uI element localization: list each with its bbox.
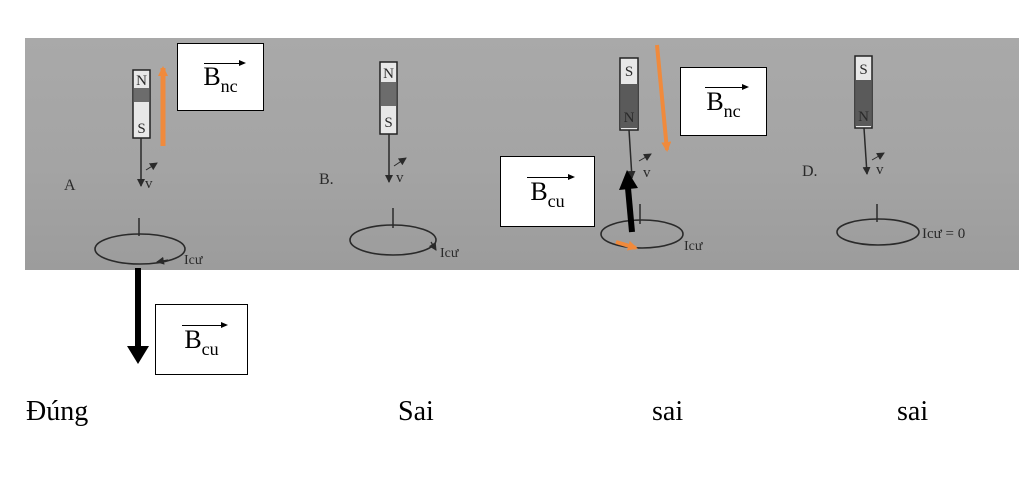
verdict-c: sai (652, 396, 684, 427)
coil-field-arrow-a (127, 346, 149, 364)
b-induced-label-c: Bnc (680, 67, 767, 136)
magnet-b-top: N (383, 66, 394, 82)
magnet-a-bottom: S (137, 121, 145, 137)
induced-field-arrow-c (655, 44, 672, 152)
current-label-c: Icư (684, 239, 703, 254)
coil-b (349, 224, 437, 256)
coil-a (94, 233, 186, 265)
option-a: N S v A Icư (64, 66, 203, 364)
coil-field-arrow-c (619, 170, 638, 190)
option-c: S N v Icư (600, 44, 703, 254)
magnet-a-top: N (136, 73, 147, 89)
option-a-letter: A (64, 177, 76, 194)
velocity-label-b: v (396, 170, 404, 186)
option-d: S N v D. Icư = 0 (802, 55, 965, 246)
magnet-c-top: S (625, 64, 633, 80)
velocity-label-a: v (145, 176, 153, 192)
verdict-d: sai (897, 396, 929, 427)
coil-c (600, 219, 684, 249)
coil-d (836, 218, 920, 246)
current-label-b: Icư (440, 246, 459, 261)
velocity-arrow-c (627, 129, 636, 179)
b-coil-label-a: Bcu (155, 304, 248, 375)
velocity-arrow-d (862, 127, 871, 175)
magnet-d-bottom: N (858, 109, 869, 125)
magnet-b-bottom: S (384, 115, 392, 131)
current-label-a: Icư (184, 253, 203, 268)
magnet-d-top: S (859, 62, 867, 78)
magnet-c-bottom: N (624, 110, 635, 126)
velocity-label-c: v (643, 165, 651, 181)
verdict-a: Đúng (26, 396, 89, 427)
option-b: N S v B. Icư (319, 61, 459, 261)
current-label-d: Icư = 0 (922, 226, 965, 242)
verdict-b: Sai (398, 396, 434, 427)
current-direction-arrow-c (615, 240, 638, 251)
velocity-label-d: v (876, 162, 884, 178)
option-b-letter: B. (319, 171, 334, 188)
b-coil-label-c: Bcu (500, 156, 595, 227)
b-induced-label-a: Bnc (177, 43, 264, 111)
option-d-letter: D. (802, 163, 818, 180)
